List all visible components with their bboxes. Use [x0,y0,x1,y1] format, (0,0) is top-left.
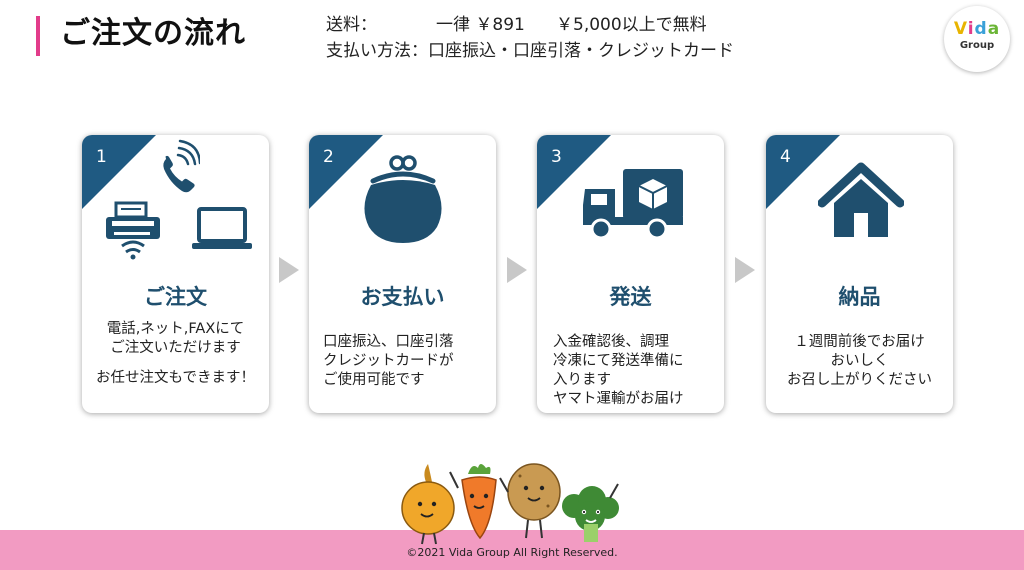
step-description: １週間前後でお届け おいしく お召し上がりください [787,334,932,388]
coin-purse-icon [364,155,442,243]
step-arrow [507,257,527,283]
step-description: 電話,ネット,FAXにて ご注文いただけます お任せ注文もできます！ [96,321,255,386]
payment-label: 支払い方法： [326,41,428,61]
step-heading: お支払い [360,285,445,309]
step-number: 1 [96,147,107,167]
shipping-label: 送料： [326,15,377,35]
vegetable-mascots-illustration [401,463,619,545]
title-accent-bar [36,16,40,56]
step-number: 3 [551,147,562,167]
page-title: ご注文の流れ [60,16,246,51]
fax-icon [106,201,160,260]
step-number: 4 [780,147,791,167]
shipping-free-note: ￥5,000以上で無料 [556,15,707,35]
step-card-shipping: 3 発送 入金確認後、調理 冷凍にて発送準備に 入ります ヤマト運輸がお届け [537,135,724,413]
house-icon [818,162,904,237]
step-heading: 発送 [609,285,652,309]
step-arrow [735,257,755,283]
step-number: 2 [323,147,334,167]
vida-group-logo: Vida Group [944,6,1010,72]
step-card-payment: 2 お支払い 口座振込、口座引落 クレジットカードが ご使用可能です [309,135,496,413]
payment-value: 口座振込・口座引落・クレジットカード [428,41,734,61]
step-description: 入金確認後、調理 冷凍にて発送準備に 入ります ヤマト運輸がお届け [553,334,684,407]
step-heading: ご注文 [144,285,207,309]
copyright-text: ©2021 Vida Group All Right Reserved. [406,546,618,559]
footer-band [0,530,1024,570]
step-corner [82,135,156,209]
step-arrow [279,257,299,283]
phone-icon [163,139,200,193]
shipping-value: 一律 ￥891 [436,15,525,35]
step-heading: 納品 [838,285,881,309]
step-card-delivery: 4 納品 １週間前後でお届け おいしく お召し上がりください [766,135,953,413]
step-card-order: 1 ご注文 電話,ネット,FAXにて ご注文いただけます お任せ注文もできます！ [82,135,269,413]
laptop-icon [192,207,252,249]
delivery-truck-icon [583,169,683,240]
step-description: 口座振込、口座引落 クレジットカードが ご使用可能です [323,334,454,388]
shipping-info: 送料： 一律 ￥891 ￥5,000以上で無料 支払い方法：口座振込・口座引落・クレ… [326,12,734,64]
